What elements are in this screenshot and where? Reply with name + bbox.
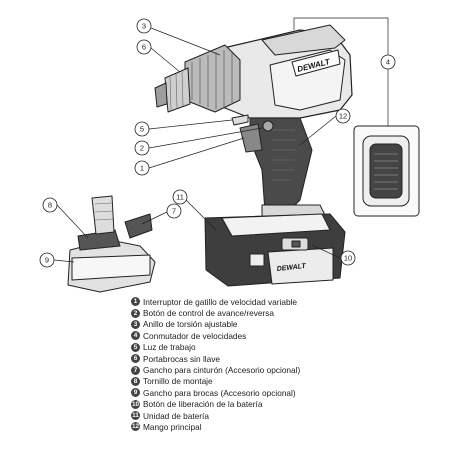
callout-3: 3	[136, 18, 152, 34]
svg-text:8: 8	[48, 201, 52, 210]
leader-lines	[53, 17, 389, 263]
legend-number: 11	[131, 411, 140, 421]
svg-text:7: 7	[172, 207, 176, 216]
legend-text: Interruptor de gatillo de velocidad vari…	[143, 296, 298, 307]
callout-4: 4	[380, 54, 396, 70]
legend-number: 3	[131, 319, 140, 329]
legend-number: 6	[131, 354, 140, 364]
svg-text:12: 12	[339, 112, 347, 121]
legend-number: 7	[131, 365, 140, 375]
legend-number: 4	[131, 331, 140, 341]
svg-text:11: 11	[176, 193, 184, 202]
legend-number: 10	[131, 399, 140, 409]
legend-text: Botón de control de avance/reversa	[143, 308, 274, 319]
legend-text: Mango principal	[143, 421, 202, 432]
svg-text:10: 10	[344, 254, 352, 263]
svg-text:2: 2	[140, 144, 144, 153]
legend-number: 8	[131, 376, 140, 386]
callout-9: 9	[39, 252, 55, 268]
legend-text: Botón de liberación de la batería	[143, 399, 263, 410]
callout-2: 2	[134, 140, 150, 156]
svg-text:4: 4	[386, 58, 390, 67]
svg-text:6: 6	[142, 43, 146, 52]
legend-text: Conmutador de velocidades	[143, 330, 247, 341]
legend-number: 9	[131, 388, 140, 398]
legend-text: Unidad de batería	[143, 410, 209, 421]
legend-text: Gancho para brocas (Accesorio opcional)	[143, 387, 296, 398]
callout-8: 8	[42, 197, 58, 213]
battery-logo: DEWALT	[276, 263, 306, 273]
svg-text:5: 5	[140, 125, 144, 134]
legend-number: 2	[131, 308, 140, 318]
legend-text: Portabrocas sin llave	[143, 353, 221, 364]
callout-12: 12	[335, 108, 351, 124]
callout-11: 11	[172, 189, 188, 205]
legend-text: Gancho para cinturón (Accesorio opcional…	[143, 365, 301, 376]
legend-text: Luz de trabajo	[143, 342, 196, 353]
drill-illustration	[154, 24, 353, 287]
speed-selector-inset	[353, 125, 420, 217]
svg-text:1: 1	[140, 164, 144, 173]
svg-text:3: 3	[142, 22, 146, 31]
legend-number: 12	[131, 422, 140, 432]
callout-1: 1	[134, 160, 150, 176]
callout-10: 10	[340, 250, 356, 266]
legend-text: Tornillo de montaje	[143, 376, 213, 387]
callout-7: 7	[166, 203, 182, 219]
callout-5: 5	[134, 121, 150, 137]
callout-6: 6	[136, 39, 152, 55]
svg-text:9: 9	[45, 256, 49, 265]
legend-number: 5	[131, 342, 140, 352]
legend-number: 1	[131, 297, 140, 307]
belt-hook-illustration	[67, 195, 156, 293]
legend-text: Anillo de torsión ajustable	[143, 319, 238, 330]
